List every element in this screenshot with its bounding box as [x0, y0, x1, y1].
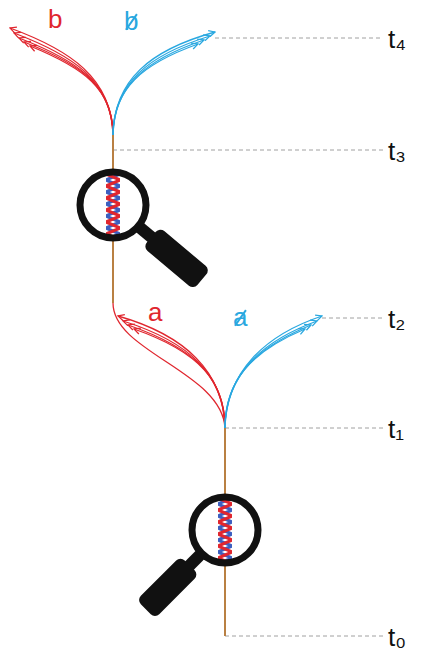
time-label: t₀	[388, 624, 406, 650]
time-label: t₄	[388, 26, 406, 52]
magnifier-handle	[137, 545, 211, 619]
time-label: t₃	[388, 138, 406, 164]
magnifier-grip	[137, 556, 199, 618]
branch-curve	[10, 28, 113, 135]
branch-label: b	[48, 6, 62, 32]
magnifier-grip	[143, 227, 210, 289]
time-guide	[113, 150, 383, 151]
magnifier-rim	[80, 172, 146, 238]
branch-curve	[14, 33, 113, 135]
branch-curve	[225, 325, 311, 428]
branch-curve	[225, 316, 322, 428]
branch-curve	[113, 44, 198, 135]
branch-curve	[134, 329, 225, 428]
time-guide	[322, 318, 383, 319]
time-label: t₁	[388, 416, 404, 442]
branch-curve	[128, 325, 225, 428]
time-guide	[215, 38, 383, 39]
braided-strand	[106, 170, 120, 240]
branch-curve	[113, 36, 210, 135]
branch-curve	[113, 303, 225, 428]
braided-strand	[218, 495, 232, 565]
time-label: t₂	[388, 306, 405, 332]
crossed-branch-label: b	[124, 8, 138, 34]
time-guide	[225, 428, 383, 429]
magnifier-rim	[192, 497, 258, 563]
time-guide	[225, 636, 383, 637]
branch-curve	[19, 38, 113, 135]
branch-curve	[123, 321, 225, 428]
branch-label: a	[148, 299, 162, 325]
branch-curve	[30, 46, 113, 135]
branch-curve	[113, 32, 215, 135]
crossed-branch-label: a	[233, 304, 247, 330]
branch-curve	[118, 316, 225, 428]
branch-curve	[225, 329, 305, 428]
branch-curve	[24, 42, 113, 135]
branch-curve	[113, 40, 204, 135]
branch-curve	[225, 321, 317, 428]
magnifier-handle	[131, 217, 211, 290]
